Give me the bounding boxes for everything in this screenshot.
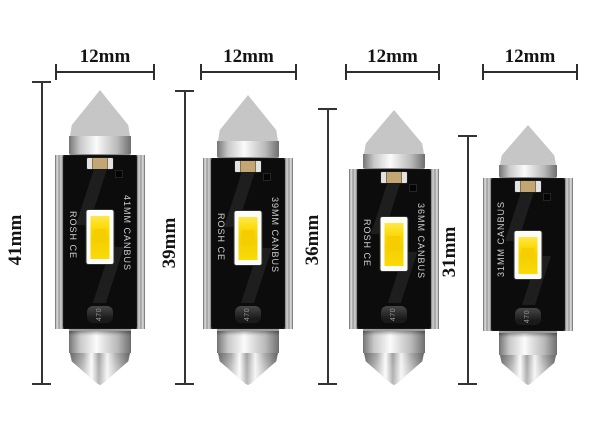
bulb-bottom-cap [69, 329, 131, 353]
bulb-bottom-cone [218, 353, 278, 385]
bulb-body: ROSH CE 36MM CANBUS 470 [349, 169, 439, 329]
length-line-41mm [32, 81, 51, 385]
width-dimension-bulb-31mm: 12mm [482, 46, 578, 80]
bulb-top-cap [499, 165, 557, 178]
festoon-bulb-31mm: 31MM CANBUS 470 [483, 125, 573, 385]
bulb-bottom-cap [499, 331, 557, 355]
bulb-body: ROSH CE 39MM CANBUS 470 [203, 158, 293, 329]
bulb-bottom-cap [217, 329, 279, 353]
capacitor-label: 470 [524, 309, 532, 324]
led-phosphor [384, 223, 404, 267]
smd-dot [543, 193, 551, 201]
smd-component [87, 158, 113, 169]
length-label-31mm: 31mm [439, 226, 460, 278]
pcb-text-right: 39MM CANBUS [270, 196, 280, 273]
smd-component [515, 181, 541, 192]
width-dimension-bulb-41mm: 12mm [55, 46, 155, 80]
width-line [345, 64, 440, 80]
bulb-bottom-cap [363, 329, 425, 353]
length-line-39mm [175, 90, 194, 385]
capacitor-label: 470 [390, 307, 398, 322]
capacitor: 470 [381, 306, 407, 323]
capacitor: 470 [235, 306, 261, 323]
bulb-top-cap [363, 154, 425, 169]
length-label-36mm: 36mm [302, 214, 323, 266]
bulb-top-cone [70, 90, 130, 136]
capacitor-label: 470 [244, 307, 252, 322]
bulb-top-cone [218, 95, 278, 141]
width-label: 12mm [223, 46, 274, 67]
led-chip [514, 230, 542, 279]
led-chip [234, 211, 262, 266]
length-line-36mm [318, 108, 337, 385]
led-phosphor [518, 236, 538, 274]
bulb-body: ROSH CE 41MM CANBUS 470 [55, 155, 145, 329]
width-label: 12mm [504, 46, 556, 67]
festoon-bulb-36mm: ROSH CE 36MM CANBUS 470 [349, 110, 439, 385]
bulb-bottom-cone [364, 353, 424, 385]
pcb-text-right: 41MM CANBUS [122, 195, 132, 272]
bulb-bottom-cone [500, 355, 556, 385]
bulb-pcb: ROSH CE 39MM CANBUS 470 [211, 158, 285, 329]
bulb-pcb: 31MM CANBUS 470 [491, 178, 565, 331]
pcb-text-left: 31MM CANBUS [496, 201, 506, 278]
festoon-bulb-39mm: ROSH CE 39MM CANBUS 470 [203, 95, 293, 385]
smd-dot [115, 170, 123, 178]
pcb-text-left: ROSH CE [362, 218, 372, 267]
bulb-pcb: ROSH CE 36MM CANBUS 470 [357, 169, 431, 329]
width-label: 12mm [79, 46, 131, 67]
led-chip [380, 217, 408, 272]
smd-dot [409, 184, 417, 192]
led-chip [86, 209, 114, 264]
bulb-body: 31MM CANBUS 470 [483, 178, 573, 331]
pcb-text-left: ROSH CE [216, 212, 226, 261]
width-line [200, 64, 297, 80]
width-dimension-bulb-39mm: 12mm [200, 46, 297, 80]
length-line-31mm [458, 135, 477, 385]
bulb-top-cap [217, 141, 279, 158]
led-phosphor [238, 217, 258, 261]
bulb-top-cone [364, 110, 424, 154]
width-label: 12mm [367, 46, 418, 67]
bulb-top-cone [500, 125, 556, 165]
bulb-pcb: ROSH CE 41MM CANBUS 470 [63, 155, 137, 329]
width-line [482, 64, 578, 80]
led-phosphor [90, 215, 110, 259]
pcb-text-right: 36MM CANBUS [416, 202, 426, 280]
festoon-bulb-41mm: ROSH CE 41MM CANBUS 470 [55, 90, 145, 385]
smd-component [235, 161, 261, 172]
smd-component [381, 172, 407, 183]
length-label-39mm: 39mm [159, 217, 180, 269]
width-line [55, 64, 155, 80]
capacitor: 470 [87, 306, 113, 323]
bulb-bottom-cone [70, 353, 130, 385]
smd-dot [263, 173, 271, 181]
capacitor: 470 [515, 308, 541, 325]
pcb-text-left: ROSH CE [68, 211, 78, 260]
length-label-41mm: 41mm [5, 214, 26, 266]
width-dimension-bulb-36mm: 12mm [345, 46, 440, 80]
bulb-top-cap [69, 136, 131, 155]
capacitor-label: 470 [96, 307, 104, 322]
